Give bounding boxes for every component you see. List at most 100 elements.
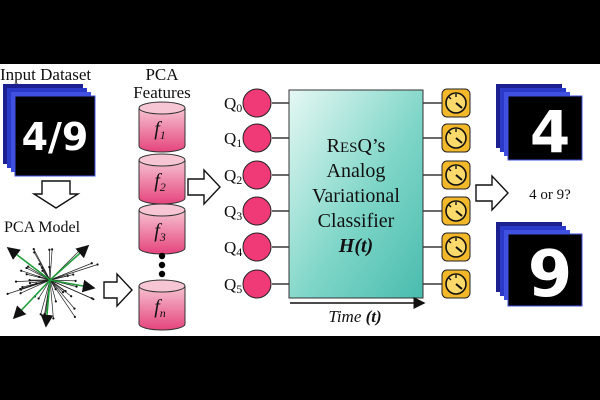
right-arrow-icon [187, 168, 221, 206]
classifier-title-line4: Classifier [318, 210, 395, 232]
feature-label: f3 [154, 220, 166, 244]
measurement-meter-icon [441, 232, 471, 262]
pca-ray [49, 279, 72, 297]
pca-ray [49, 279, 54, 319]
pca-point [39, 313, 42, 316]
pca-point [43, 319, 46, 322]
pca-point [25, 266, 28, 270]
measurement-meter-icon [441, 269, 471, 299]
principal-component-vector [40, 279, 54, 328]
feature-cylinder: fn [138, 279, 186, 331]
pca-ray [7, 279, 51, 295]
pca-point [52, 317, 55, 320]
pca-point [38, 275, 41, 278]
pca-point [61, 291, 65, 294]
time-axis-label: Time (t) [328, 307, 381, 326]
output-digit-four: 4 [530, 98, 570, 166]
pca-ray [49, 264, 98, 281]
pca-ray [49, 279, 76, 318]
pca-point [37, 297, 40, 300]
pca-point [28, 279, 31, 282]
pca-point [41, 269, 44, 272]
pca-ray [20, 279, 51, 294]
pca-ray [49, 279, 75, 309]
qubit-node [242, 269, 272, 299]
pca-point [54, 300, 57, 303]
pca-features-panel: PCA Features f1 f2 f3 fn [133, 65, 221, 331]
principal-component-vector [49, 279, 96, 293]
qubit-label: Q2 [224, 166, 242, 187]
measurement-column [441, 88, 471, 299]
classifier-title-line2: Analog [327, 160, 386, 182]
input-dataset-panel: Input Dataset 4/9 [0, 65, 96, 209]
pca-model-label: PCA Model [4, 219, 81, 236]
pca-ray [49, 262, 92, 281]
feature-label: f2 [154, 170, 166, 194]
pca-scatter-plot [6, 244, 99, 328]
output-digit-nine: 9 [528, 238, 573, 312]
pca-point [25, 273, 28, 276]
output-panel: 4 or 9? 4 9 [475, 84, 583, 312]
qubit-node [242, 88, 272, 118]
principal-component-vector [6, 247, 51, 281]
pca-model-panel: PCA Model [4, 219, 133, 328]
output-question: 4 or 9? [529, 187, 571, 203]
qubit-node [242, 232, 272, 262]
classifier-box [288, 89, 424, 299]
qubit-node [242, 196, 272, 226]
pca-ray [49, 279, 64, 293]
ellipsis-dots [158, 252, 166, 278]
output-card-nine: 9 [496, 222, 583, 312]
pca-point [81, 246, 84, 249]
measurement-meter-icon [441, 196, 471, 226]
qubit-label: Q3 [224, 202, 242, 223]
feature-cylinder: f1 [138, 101, 186, 153]
qubit-label: Q0 [224, 94, 242, 115]
pca-point [75, 285, 78, 288]
input-card-stack: 4/9 [3, 84, 96, 177]
output-card-four: 4 [496, 84, 583, 166]
feature-cylinders: f1 f2 f3 fn [138, 101, 186, 331]
pca-point [20, 269, 23, 272]
pca-point [14, 280, 18, 283]
pca-point [73, 315, 76, 318]
pca-ray [49, 279, 57, 302]
pca-ray [49, 249, 51, 281]
pca-point [72, 273, 75, 276]
pca-features-title-line1: PCA [145, 65, 179, 84]
classifier-panel: RESQ’s Analog Variational Classifier H(t… [288, 89, 424, 299]
classifier-title-line3: Variational [312, 185, 400, 207]
pca-point [27, 265, 30, 268]
qubit-node [242, 160, 272, 190]
measurement-meter-icon [441, 123, 471, 153]
pca-ray [40, 279, 51, 315]
pca-point [92, 298, 95, 301]
classifier-hamiltonian: H(t) [338, 235, 373, 257]
feature-label: fn [154, 296, 166, 320]
principal-component-vector [12, 279, 51, 320]
pca-point [38, 262, 41, 266]
pca-point [48, 248, 51, 251]
pca-features-title-line2: Features [133, 83, 191, 102]
pca-point [33, 251, 36, 254]
qubit-label: Q5 [224, 275, 242, 296]
qubit-label: Q4 [224, 238, 242, 259]
feature-cylinder: f3 [138, 203, 186, 255]
measurement-meter-icon [441, 160, 471, 190]
measurement-meter-icon [441, 88, 471, 118]
right-arrow-icon [103, 272, 133, 308]
classifier-title-line1: RESQ’s [327, 135, 386, 157]
pca-point [51, 248, 54, 251]
right-arrow-icon [475, 174, 509, 212]
qubit-node [242, 123, 272, 153]
pca-ray [49, 279, 94, 300]
pca-ray [22, 279, 51, 288]
pca-point [70, 295, 73, 298]
pca-point [21, 286, 24, 289]
pca-ray [33, 248, 51, 281]
feature-cylinder: f2 [138, 153, 186, 205]
input-card-digits: 4/9 [22, 115, 89, 159]
principal-component-vector [49, 244, 90, 281]
time-axis: Time (t) [290, 297, 426, 326]
